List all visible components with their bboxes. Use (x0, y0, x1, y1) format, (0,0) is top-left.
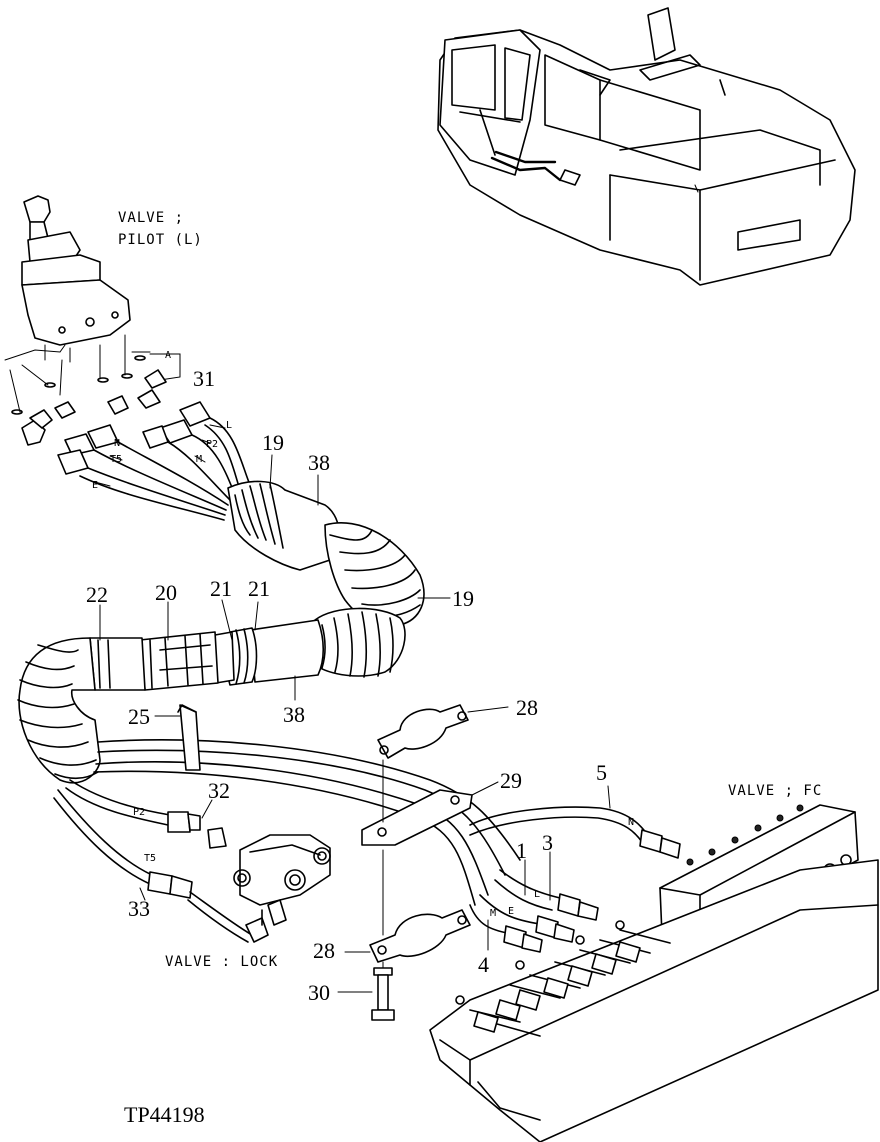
callout-28-lower: 28 (313, 938, 335, 963)
hose-tag-n-top: N (114, 438, 120, 449)
valve-pilot-label-line1: VALVE ; (118, 210, 184, 226)
callout-4: 4 (478, 952, 489, 977)
hose-tag-l-right: L (534, 889, 540, 900)
lock-valve-drawing (233, 834, 331, 943)
hose-tag-m-right: M (490, 908, 496, 919)
callout-19-right: 19 (452, 586, 474, 611)
callout-21-left: 21 (210, 576, 232, 601)
callout-29: 29 (500, 768, 522, 793)
valve-labels: VALVE ; PILOT (L) VALVE ; FC VALVE : LOC… (118, 210, 822, 970)
hose-tag-p2-top: P2 (206, 439, 218, 450)
hose-bundle-lower (53, 704, 521, 943)
callout-25: 25 (128, 704, 150, 729)
callout-20: 20 (155, 580, 177, 605)
hose-tag-pilot-a: A (165, 350, 171, 361)
valve-lock-label: VALVE : LOCK (165, 954, 278, 970)
callout-31: 31 (193, 366, 215, 391)
callout-1: 1 (516, 838, 527, 863)
hose-tag-e-top: E (92, 480, 98, 491)
hose-tag-m-top: M (196, 454, 202, 465)
hose-tag-t5-top: T5 (110, 454, 122, 465)
hose-tag-l-top: L (226, 420, 232, 431)
elbow-fittings (21, 369, 167, 446)
figure-id: TP44198 (124, 1102, 205, 1127)
pilot-valve-drawing (4, 195, 181, 415)
hose-tag-n-right: N (628, 817, 634, 828)
fc-valve-drawing (429, 804, 879, 1142)
callout-5: 5 (596, 760, 607, 785)
valve-pilot-label-line2: PILOT (L) (118, 232, 203, 248)
callout-32: 32 (208, 778, 230, 803)
callout-3: 3 (542, 830, 553, 855)
hose-tag-t5-lower: T5 (144, 853, 156, 864)
callout-30: 30 (308, 980, 330, 1005)
callout-38-lower: 38 (283, 702, 305, 727)
hose-tags: A L P2 M N T5 E P2 T5 N L E M (92, 350, 634, 919)
callout-19-upper: 19 (262, 430, 284, 455)
hose-tag-p2-lower: P2 (133, 807, 145, 818)
excavator-locator-illustration (437, 7, 856, 286)
callout-22: 22 (86, 582, 108, 607)
callout-leader-lines (99, 454, 611, 993)
hose-bundle-upper (57, 401, 251, 521)
part-callouts: 31 19 38 19 22 20 21 21 38 25 28 29 5 32… (86, 366, 607, 1005)
valve-fc-label: VALVE ; FC (728, 783, 822, 799)
callout-33: 33 (128, 896, 150, 921)
callout-38-upper: 38 (308, 450, 330, 475)
protective-sleeve-upper (17, 480, 425, 784)
callout-28-upper: 28 (516, 695, 538, 720)
hose-tag-e-right: E (508, 906, 514, 917)
callout-21-right: 21 (248, 576, 270, 601)
mounting-hardware (361, 704, 473, 1021)
